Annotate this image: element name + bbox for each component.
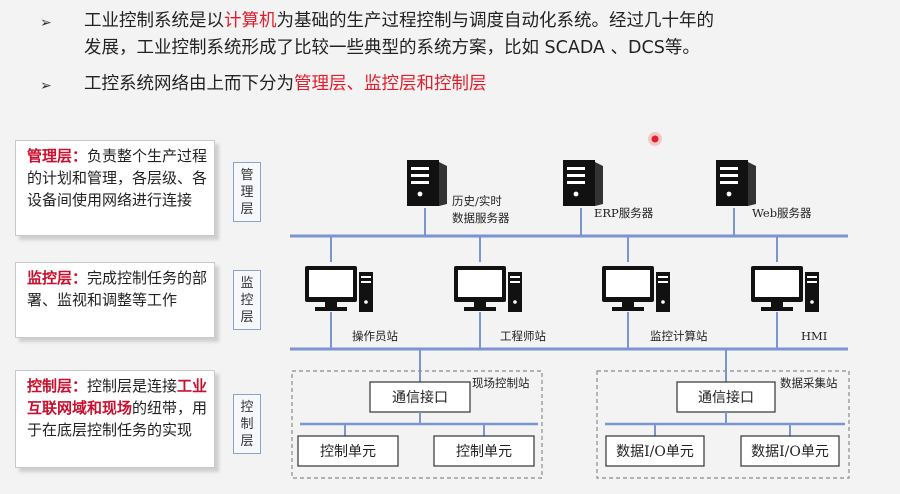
layer-tag-char: 控 [240, 400, 254, 415]
layer-tag-char: 理 [240, 185, 254, 200]
bullet-1-part-b: 为基础的生产过程控制与调度自动化系统。经过几十年的 [276, 11, 715, 31]
bullet-1-part-a: 工业控制系统是以 [84, 11, 224, 31]
control-layer-description: 控制层：控制层是连接工业互联网域和现场的纽带，用于在底层控制任务的实现 [15, 370, 215, 468]
data-io-unit-box [605, 435, 705, 467]
record-dot-icon [648, 132, 662, 146]
layer-tag-char: 制 [240, 417, 254, 432]
bullet-1-highlight: 计算机 [224, 11, 277, 31]
workstation-icon [751, 266, 819, 312]
bullet-arrow-icon: ➢ [40, 78, 52, 94]
comm-interface-label: 通信接口 [698, 389, 754, 406]
layer-tag-char: 控 [240, 293, 254, 308]
bullet-2-part-a: 工控系统网络由上而下分为 [84, 74, 294, 94]
server-icon [407, 160, 447, 206]
bullet-text-2: 工控系统网络由上而下分为管理层、监控层和控制层 [84, 71, 487, 98]
bullet-text-1: 工业控制系统是以计算机为基础的生产过程控制与调度自动化系统。经过几十年的 发展，… [84, 8, 714, 62]
workstation-label: 工程师站 [500, 329, 546, 343]
control-layer-highlight: 工业互联网域和现场 [27, 377, 208, 417]
bullet-item-1: ➢ 工业控制系统是以计算机为基础的生产过程控制与调度自动化系统。经过几十年的 发… [40, 8, 900, 64]
control-layer-heading: 控制层： [27, 377, 88, 395]
bullet-1-line-2: 发展，工业控制系统形成了比较一些典型的系统方案，比如 SCADA 、DCS等。 [84, 38, 700, 58]
workstation-icon [602, 266, 670, 312]
monitoring-layer-body: 完成控制任务的部署、监视和调整等工作 [27, 269, 208, 309]
bullet-item-2: ➢ 工控系统网络由上而下分为管理层、监控层和控制层 [40, 71, 900, 99]
monitoring-layer-heading: 监控层： [27, 269, 88, 287]
data-io-unit-label: 数据I/O单元 [751, 444, 829, 460]
station-title: 现场控制站 [472, 376, 530, 390]
server-label: 历史/实时 [452, 194, 502, 208]
layer-tag-char: 层 [240, 202, 254, 217]
workstation-label: 监控计算站 [650, 329, 708, 343]
bullet-2-highlight: 管理层、监控层和控制层 [294, 74, 487, 94]
field-control-station: 通信接口 现场控制站 控制单元 控制单元 [291, 349, 543, 479]
server-label: 数据服务器 [452, 211, 510, 225]
layer-tag-char: 监 [240, 276, 254, 291]
server-label: Web服务器 [752, 206, 812, 220]
bullet-arrow-icon: ➢ [40, 15, 52, 31]
layer-tag-control: 控 制 层 [233, 394, 261, 454]
control-unit-label: 控制单元 [320, 444, 376, 460]
workstation-label: HMI [801, 329, 827, 343]
monitoring-layer-description: 监控层：完成控制任务的部署、监视和调整等工作 [15, 262, 215, 338]
layer-tag-management: 管 理 层 [233, 162, 261, 222]
control-unit-box [297, 435, 399, 467]
workstation-label: 操作员站 [352, 329, 398, 343]
management-layer-body: 负责整个生产过程的计划和管理，各层级、各设备间使用网络进行连接 [27, 147, 208, 209]
management-layer-description: 管理层：负责整个生产过程的计划和管理，各层级、各设备间使用网络进行连接 [15, 140, 215, 236]
server-icon [563, 160, 603, 206]
server-label: ERP服务器 [594, 206, 654, 220]
workstation-icon [305, 266, 373, 312]
comm-interface-label: 通信接口 [392, 389, 448, 406]
data-io-unit-label: 数据I/O单元 [616, 444, 694, 460]
layer-tag-monitoring: 监 控 层 [233, 270, 261, 330]
layer-tag-char: 管 [240, 168, 254, 183]
management-layer-heading: 管理层： [27, 147, 88, 165]
layer-tag-char: 层 [240, 310, 254, 325]
workstation-icon [454, 266, 522, 312]
control-unit-box [433, 435, 535, 467]
control-layer-body-a: 控制层是连接 [87, 377, 178, 395]
server-icon [716, 160, 756, 206]
station-title: 数据采集站 [780, 376, 838, 390]
data-io-unit-box [740, 435, 840, 467]
control-unit-label: 控制单元 [456, 444, 512, 460]
layer-tag-char: 层 [240, 434, 254, 449]
control-layer-body-b: 的纽带，用于在底层控制任务的实现 [27, 399, 208, 439]
data-acquisition-station: 通信接口 数据采集站 数据I/O单元 数据I/O单元 [596, 349, 850, 479]
